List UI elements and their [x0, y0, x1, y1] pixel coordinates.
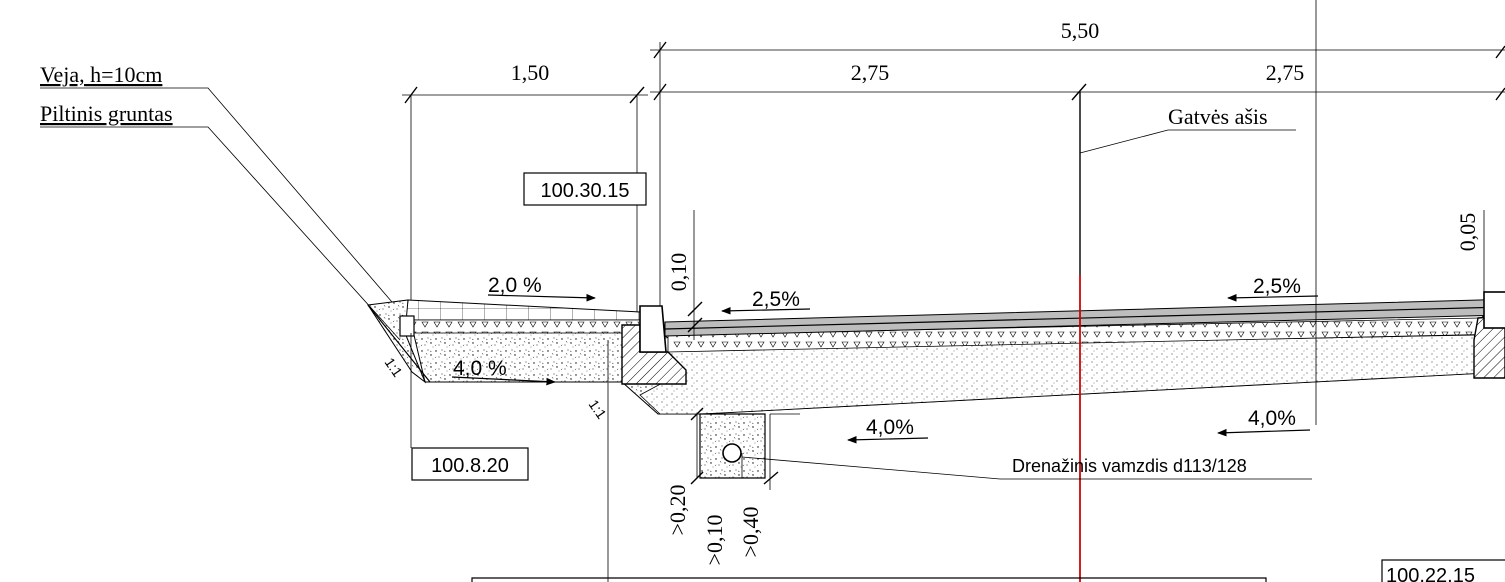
verge-crushed-layer: [404, 319, 641, 334]
slope-embankment-left: 1:1: [382, 355, 406, 380]
dim-total-width: 5,50: [1061, 18, 1100, 43]
slope-verge-surface: 2,0 %: [488, 274, 542, 297]
slope-lane-left: 2,5%: [752, 288, 800, 311]
left-edge-curb: [399, 315, 415, 337]
ref-box-verge-frame: [411, 447, 529, 481]
right-curb-stone: [1483, 291, 1505, 329]
dim-right-curb-height: 0,05: [1455, 213, 1480, 252]
dim-left-lane: 2,75: [851, 60, 890, 85]
label-fill-soil: Piltinis gruntas: [40, 101, 173, 126]
dim-left-curb-height: 0,10: [666, 253, 691, 292]
base-right-arrow: [1217, 428, 1311, 437]
dim-left-verge: 1,50: [511, 60, 550, 85]
lane-left-arrow: [721, 306, 811, 315]
dim-trench-depth: >0,20: [665, 485, 690, 536]
base-left-arrow: [847, 435, 929, 444]
ref-box-curb: 100.30.15: [541, 180, 630, 202]
bottom-table-frame: [471, 577, 1267, 582]
drain-pipe-icon: [722, 443, 742, 463]
verge-paving: [404, 299, 641, 321]
slope-lane-right: 2,5%: [1253, 275, 1301, 298]
label-street-axis: Gatvės ašis: [1168, 104, 1268, 129]
street-axis-leader: [1079, 129, 1296, 154]
slope-base-right: 4,0%: [1248, 407, 1296, 430]
slope-embankment-right: 1:1: [586, 397, 610, 422]
slope-verge-base: 4,0 %: [453, 357, 507, 380]
crushed-stone-layer: [667, 316, 1505, 353]
ref-box-curb-frame: [523, 172, 647, 206]
dim-right-lane: 2,75: [1266, 60, 1305, 85]
asphalt-interlayer-line: [664, 306, 1505, 330]
slope-base-left: 4,0%: [866, 416, 914, 439]
drain-pipe-leader: [741, 456, 1312, 480]
verge-surface-arrow: [487, 293, 596, 302]
label-drain-pipe: Drenažinis vamzdis d113/128: [1012, 456, 1247, 476]
fill-soil-leader: [40, 126, 401, 341]
ref-box-right: 100.22.15: [1386, 565, 1475, 582]
dim-trench-width: >0,40: [738, 507, 763, 558]
left-curb-stone: [639, 305, 667, 353]
dim-pipe-bedding: >0,10: [702, 515, 727, 566]
label-lawn: Veja, h=10cm: [40, 62, 162, 87]
ref-box-right-frame: [1381, 559, 1505, 582]
lawn-leader: [40, 87, 393, 303]
ref-box-verge: 100.8.20: [431, 455, 509, 477]
verge-base-arrow: [451, 376, 556, 386]
lane-right-arrow: [1227, 293, 1319, 302]
